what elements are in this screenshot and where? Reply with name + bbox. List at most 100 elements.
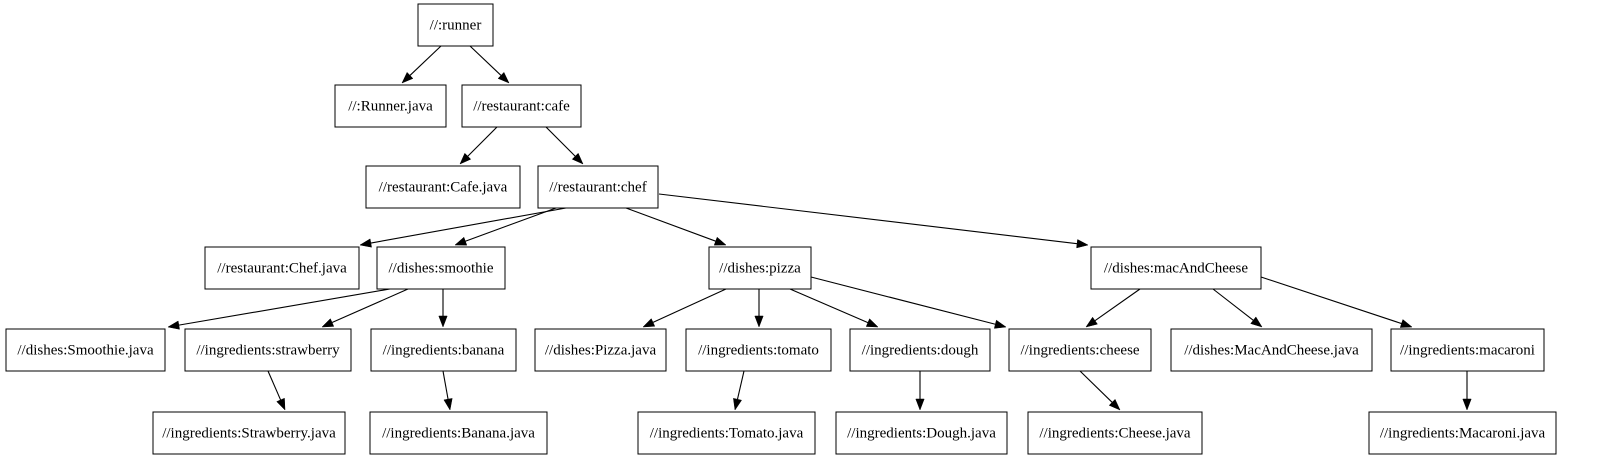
edge-line bbox=[409, 45, 442, 76]
node-label: //dishes:pizza bbox=[719, 260, 801, 276]
edge-line bbox=[658, 193, 1078, 245]
graph-node-macaroni[interactable]: //ingredients:macaroni bbox=[1390, 328, 1545, 372]
node-box[interactable] bbox=[369, 411, 548, 455]
node-label: //ingredients:Tomato.java bbox=[650, 425, 804, 441]
edge-arrowhead bbox=[915, 398, 925, 411]
edge-arrowhead bbox=[642, 318, 656, 328]
node-box[interactable] bbox=[370, 328, 517, 372]
graph-node-strawberry_java[interactable]: //ingredients:Strawberry.java bbox=[152, 411, 346, 455]
node-box[interactable] bbox=[334, 84, 447, 128]
node-box[interactable] bbox=[1170, 328, 1373, 372]
node-box[interactable] bbox=[204, 246, 360, 290]
edge-arrowhead bbox=[1085, 316, 1098, 328]
edge-arrowhead bbox=[1076, 239, 1089, 249]
graph-node-dough[interactable]: //ingredients:dough bbox=[849, 328, 991, 372]
node-box[interactable] bbox=[152, 411, 346, 455]
graph-node-macandcheese[interactable]: //dishes:macAndCheese bbox=[1090, 246, 1262, 290]
graph-node-tomato[interactable]: //ingredients:tomato bbox=[685, 328, 832, 372]
edge-line bbox=[810, 276, 996, 325]
graph-edge bbox=[167, 288, 391, 330]
edge-line bbox=[625, 207, 716, 242]
graph-node-banana_java[interactable]: //ingredients:Banana.java bbox=[369, 411, 548, 455]
graph-node-runner_java[interactable]: //:Runner.java bbox=[334, 84, 447, 128]
graph-node-strawberry[interactable]: //ingredients:strawberry bbox=[184, 328, 352, 372]
graph-node-smoothie[interactable]: //dishes:smoothie bbox=[376, 246, 506, 290]
edge-line bbox=[178, 288, 391, 326]
graph-node-chef_java[interactable]: //restaurant:Chef.java bbox=[204, 246, 360, 290]
node-box[interactable] bbox=[835, 411, 1008, 455]
graph-edges-layer bbox=[167, 45, 1472, 411]
node-box[interactable] bbox=[849, 328, 991, 372]
node-box[interactable] bbox=[1390, 328, 1545, 372]
node-label: //:Runner.java bbox=[348, 98, 433, 114]
node-box[interactable] bbox=[5, 328, 166, 372]
graph-edge bbox=[1462, 371, 1472, 411]
graph-edge bbox=[1260, 276, 1413, 328]
graph-node-macaroni_java[interactable]: //ingredients:Macaroni.java bbox=[1368, 411, 1557, 455]
edge-arrowhead bbox=[571, 152, 584, 165]
graph-node-dough_java[interactable]: //ingredients:Dough.java bbox=[835, 411, 1008, 455]
graph-edge bbox=[454, 207, 557, 246]
graph-node-cheese[interactable]: //ingredients:cheese bbox=[1008, 328, 1152, 372]
node-label: //restaurant:Cafe.java bbox=[379, 179, 508, 195]
node-box[interactable] bbox=[708, 246, 812, 290]
edge-line bbox=[1212, 288, 1254, 321]
graph-node-cafe[interactable]: //restaurant:cafe bbox=[461, 84, 582, 128]
node-box[interactable] bbox=[1027, 411, 1203, 455]
node-label: //ingredients:strawberry bbox=[196, 342, 340, 358]
node-box[interactable] bbox=[685, 328, 832, 372]
edge-arrowhead bbox=[1462, 398, 1472, 411]
node-label: //dishes:macAndCheese bbox=[1104, 260, 1248, 276]
graph-node-cafe_java[interactable]: //restaurant:Cafe.java bbox=[365, 165, 521, 209]
edge-line bbox=[465, 207, 557, 242]
edge-arrowhead bbox=[1108, 398, 1121, 411]
edge-line bbox=[652, 288, 727, 323]
graph-edge bbox=[625, 207, 727, 246]
node-box[interactable] bbox=[417, 3, 494, 47]
edge-arrowhead bbox=[1399, 319, 1413, 328]
edge-arrowhead bbox=[713, 236, 727, 246]
edge-arrowhead bbox=[454, 236, 468, 246]
node-box[interactable] bbox=[637, 411, 816, 455]
node-label: //dishes:MacAndCheese.java bbox=[1184, 342, 1359, 358]
graph-edge bbox=[810, 276, 1007, 329]
graph-edge bbox=[642, 288, 727, 328]
graph-edge bbox=[915, 371, 925, 411]
node-box[interactable] bbox=[1008, 328, 1152, 372]
node-box[interactable] bbox=[365, 165, 521, 209]
graph-edge bbox=[459, 126, 498, 165]
edge-arrowhead bbox=[401, 71, 414, 84]
graph-edge bbox=[658, 193, 1089, 249]
node-box[interactable] bbox=[534, 328, 667, 372]
graph-node-runner[interactable]: //:runner bbox=[417, 3, 494, 47]
edge-arrowhead bbox=[754, 315, 764, 328]
edge-line bbox=[545, 126, 576, 157]
node-box[interactable] bbox=[184, 328, 352, 372]
node-box[interactable] bbox=[376, 246, 506, 290]
graph-node-pizza_java[interactable]: //dishes:Pizza.java bbox=[534, 328, 667, 372]
graph-node-cheese_java[interactable]: //ingredients:Cheese.java bbox=[1027, 411, 1203, 455]
graph-edge bbox=[1079, 370, 1121, 411]
node-label: //ingredients:Strawberry.java bbox=[162, 425, 336, 441]
graph-node-smoothie_java[interactable]: //dishes:Smoothie.java bbox=[5, 328, 166, 372]
node-label: //ingredients:banana bbox=[383, 342, 505, 358]
graph-edge bbox=[1085, 288, 1141, 328]
node-label: //dishes:Pizza.java bbox=[545, 342, 657, 358]
graph-node-banana[interactable]: //ingredients:banana bbox=[370, 328, 517, 372]
graph-node-tomato_java[interactable]: //ingredients:Tomato.java bbox=[637, 411, 816, 455]
node-box[interactable] bbox=[461, 84, 582, 128]
node-box[interactable] bbox=[537, 165, 659, 209]
graph-node-pizza[interactable]: //dishes:pizza bbox=[708, 246, 812, 290]
node-label: //dishes:Smoothie.java bbox=[17, 342, 154, 358]
edge-line bbox=[469, 45, 502, 76]
edge-arrowhead bbox=[1250, 316, 1263, 328]
node-label: //ingredients:Dough.java bbox=[847, 425, 996, 441]
graph-edge bbox=[401, 45, 442, 84]
node-box[interactable] bbox=[1090, 246, 1262, 290]
graph-node-chef[interactable]: //restaurant:chef bbox=[537, 165, 659, 209]
edge-arrowhead bbox=[359, 238, 372, 248]
node-box[interactable] bbox=[1368, 411, 1557, 455]
graph-node-macandcheese_java[interactable]: //dishes:MacAndCheese.java bbox=[1170, 328, 1373, 372]
edge-arrowhead bbox=[733, 398, 742, 411]
